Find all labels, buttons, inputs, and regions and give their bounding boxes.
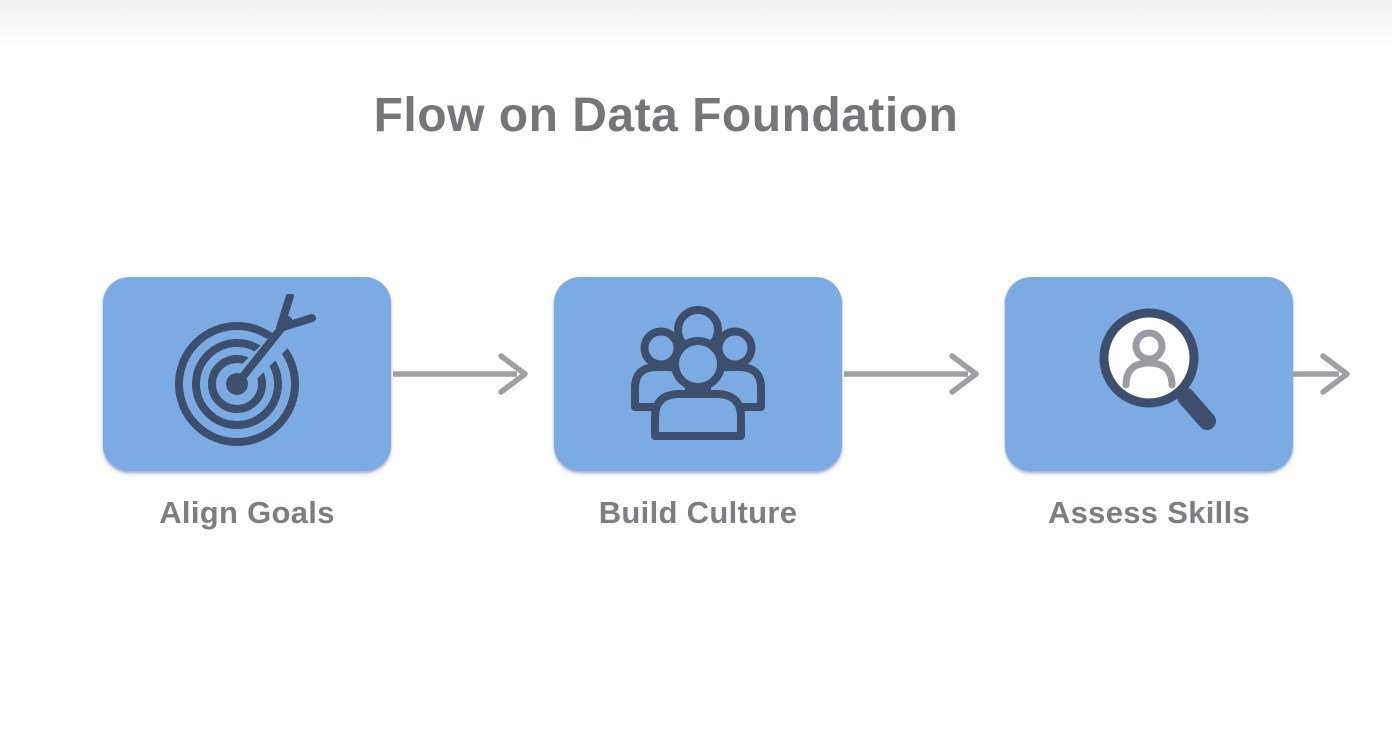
step-label: Assess Skills [1047, 495, 1251, 530]
flow-arrow-icon [393, 353, 528, 395]
step-box [554, 277, 842, 471]
top-gradient-band [0, 0, 1392, 50]
step-label: Build Culture [598, 495, 798, 530]
step-align-goals: Align Goals [103, 277, 391, 531]
target-arrow-icon [175, 294, 320, 446]
flow-arrow-icon [844, 353, 979, 395]
flow-arrow-icon [1293, 353, 1350, 395]
step-label: Align Goals [159, 495, 335, 530]
step-box [103, 277, 391, 471]
flow-diagram: Align Goals [103, 277, 1392, 531]
page-root: Flow on Data Foundation [0, 0, 1392, 531]
page-title: Flow on Data Foundation [373, 89, 959, 142]
person-search-icon [1099, 308, 1216, 430]
step-box [1005, 277, 1293, 471]
step-build-culture: Build Culture [554, 277, 842, 531]
people-group-icon [631, 306, 765, 440]
step-assess-skills: Assess Skills [1005, 277, 1293, 531]
